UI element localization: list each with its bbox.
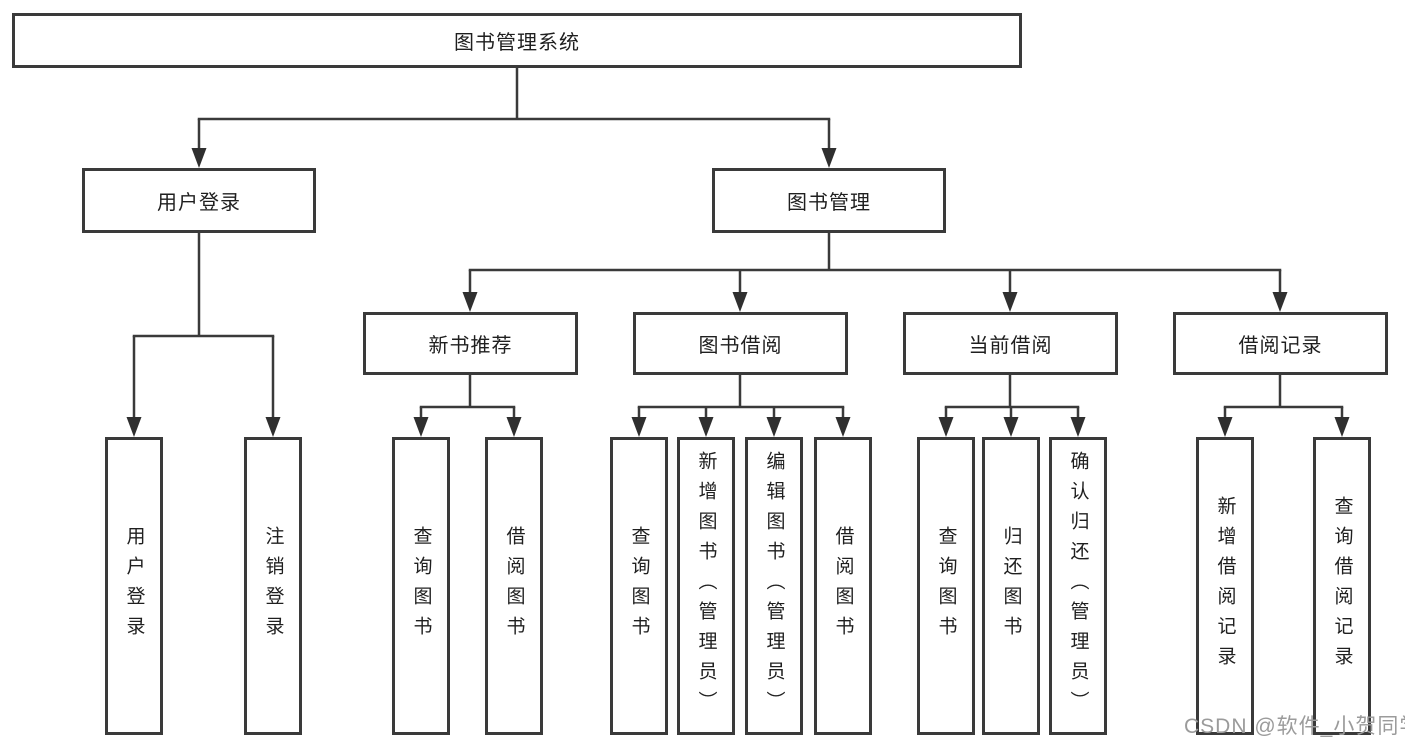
arrow-down-icon: [462, 292, 478, 312]
node-label: 图书借阅: [698, 335, 783, 357]
leaf-return-books: 归还图书: [982, 437, 1040, 735]
node-label: 新增图书（管理员）: [695, 451, 717, 721]
leaf-user-login: 用户登录: [105, 437, 163, 735]
arrow-down-icon: [1002, 292, 1018, 312]
node-label: 查询借阅记录: [1331, 496, 1353, 676]
leaf-logout: 注销登录: [244, 437, 302, 735]
node-new-book-recommend: 新书推荐: [363, 312, 578, 375]
node-root-system: 图书管理系统: [12, 13, 1022, 68]
node-label: 借阅记录: [1238, 335, 1323, 357]
node-label: 新增借阅记录: [1214, 496, 1236, 676]
arrow-down-icon: [698, 417, 714, 437]
node-label: 借阅图书: [503, 526, 525, 646]
node-label: 图书管理: [787, 192, 871, 214]
connector-book-borrow: [631, 375, 851, 437]
arrow-down-icon: [265, 417, 281, 437]
arrow-down-icon: [413, 417, 429, 437]
node-label: 查询图书: [628, 526, 650, 646]
arrow-down-icon: [1003, 417, 1019, 437]
node-borrow-records: 借阅记录: [1173, 312, 1388, 375]
node-label: 注销登录: [262, 526, 284, 646]
connector-current-borrow: [938, 375, 1086, 437]
node-label: 用户登录: [157, 192, 241, 214]
leaf-add-borrow-record: 新增借阅记录: [1196, 437, 1254, 735]
arrow-down-icon: [835, 417, 851, 437]
arrow-down-icon: [821, 148, 837, 168]
arrow-down-icon: [631, 417, 647, 437]
node-book-borrow: 图书借阅: [633, 312, 848, 375]
leaf-query-borrow-record: 查询借阅记录: [1313, 437, 1371, 735]
node-current-borrow: 当前借阅: [903, 312, 1118, 375]
leaf-query-books-current: 查询图书: [917, 437, 975, 735]
arrow-down-icon: [506, 417, 522, 437]
node-label: 归还图书: [1000, 526, 1022, 646]
connector-root: [191, 68, 837, 168]
node-label: 查询图书: [410, 526, 432, 646]
node-book-management: 图书管理: [712, 168, 946, 233]
arrow-down-icon: [1272, 292, 1288, 312]
leaf-confirm-return-admin: 确认归还（管理员）: [1049, 437, 1107, 735]
arrow-down-icon: [766, 417, 782, 437]
arrow-down-icon: [1217, 417, 1233, 437]
csdn-watermark: CSDN @软件_小贺同学: [1184, 715, 1405, 738]
leaf-query-books-recommend: 查询图书: [392, 437, 450, 735]
node-user-login: 用户登录: [82, 168, 316, 233]
node-label: 查询图书: [935, 526, 957, 646]
arrow-down-icon: [1070, 417, 1086, 437]
arrow-down-icon: [732, 292, 748, 312]
node-label: 确认归还（管理员）: [1067, 451, 1089, 721]
leaf-borrow-books: 借阅图书: [814, 437, 872, 735]
arrow-down-icon: [938, 417, 954, 437]
node-label: 当前借阅: [968, 335, 1053, 357]
node-label: 借阅图书: [832, 526, 854, 646]
arrow-down-icon: [191, 148, 207, 168]
arrow-down-icon: [126, 417, 142, 437]
connector-borrow-records: [1217, 375, 1350, 437]
node-label: 用户登录: [123, 526, 145, 646]
node-label: 编辑图书（管理员）: [763, 451, 785, 721]
leaf-borrow-books-recommend: 借阅图书: [485, 437, 543, 735]
connector-user-login: [126, 233, 281, 437]
leaf-query-books-borrow: 查询图书: [610, 437, 668, 735]
node-label: 图书管理系统: [454, 32, 580, 54]
leaf-edit-books-admin: 编辑图书（管理员）: [745, 437, 803, 735]
leaf-add-books-admin: 新增图书（管理员）: [677, 437, 735, 735]
node-label: 新书推荐: [428, 335, 513, 357]
connector-new-book-recommend: [413, 375, 522, 437]
connector-book-management: [462, 233, 1288, 312]
arrow-down-icon: [1334, 417, 1350, 437]
